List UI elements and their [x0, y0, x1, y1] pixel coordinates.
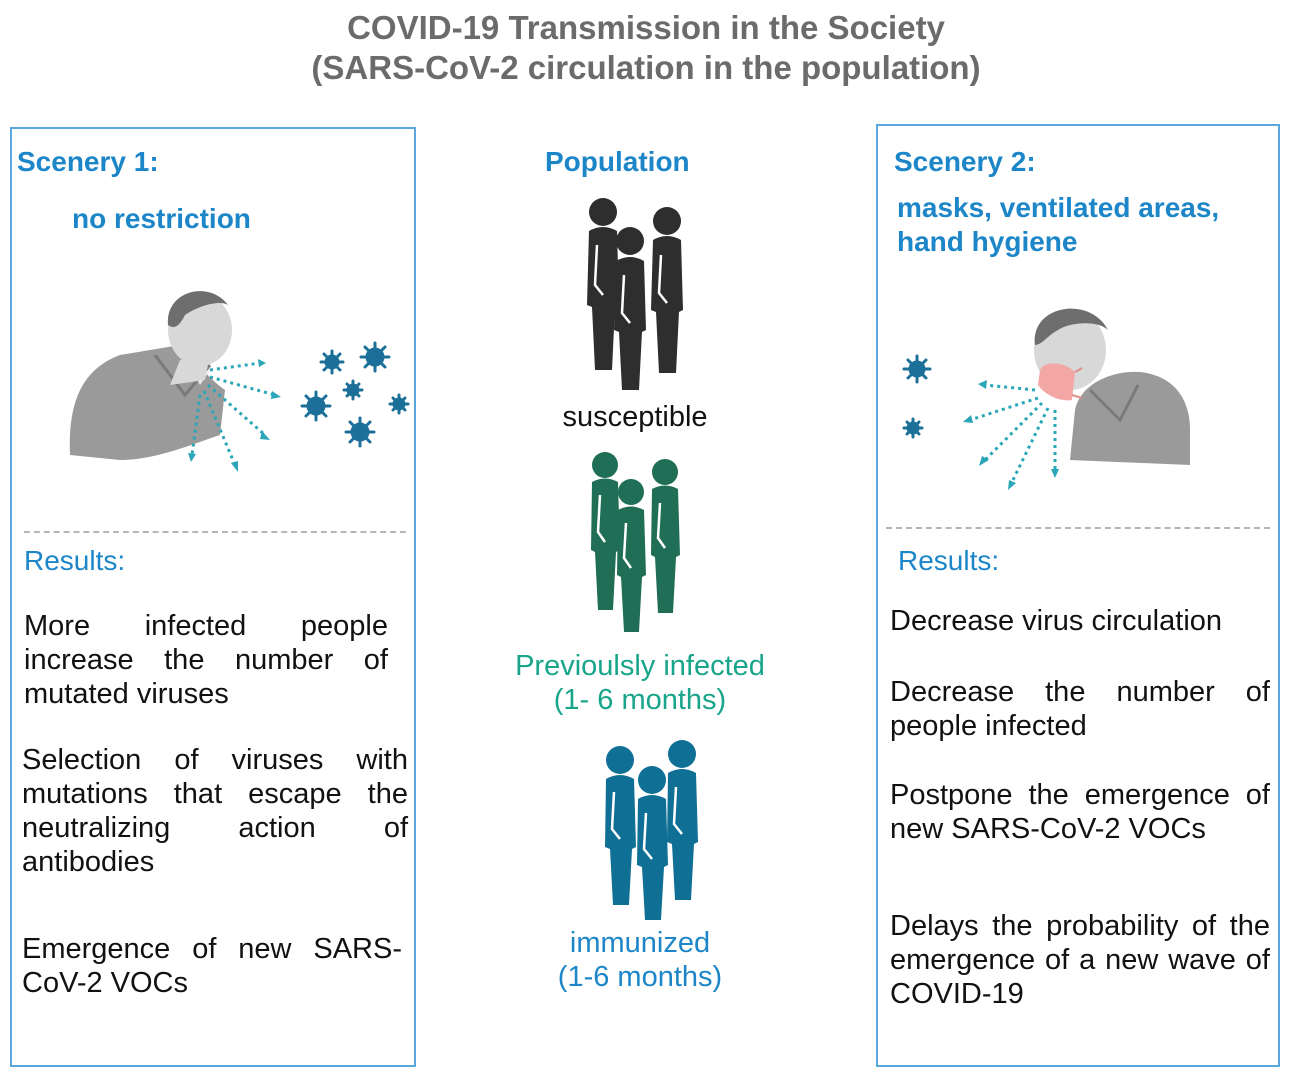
scenery-1-heading: Scenery 1: [17, 146, 159, 177]
scenery-2-result-1: Decrease virus circulation [890, 605, 1223, 637]
right-divider [886, 527, 1270, 529]
previously-infected-label-line2: (1- 6 months) [553, 684, 727, 716]
virus-icon [342, 379, 364, 401]
virus-icon [902, 417, 924, 439]
previously-infected-label-line1: Previoulsly infected [515, 650, 765, 682]
scenery-2-result-3: Postpone the emergence of new SARS-CoV-2… [890, 779, 1270, 845]
previously-infected-label: Previoulsly infected (1- 6 months) [490, 649, 790, 717]
virus-icon [300, 390, 332, 422]
virus-icon [319, 349, 345, 375]
left-divider [24, 531, 406, 533]
susceptible-label: susceptible [562, 401, 708, 433]
title-line-1: COVID-19 Transmission in the Society [347, 9, 945, 46]
masked-person-illustration [1034, 308, 1190, 465]
virus-icon [902, 354, 932, 384]
virus-icon [359, 341, 391, 373]
diagram-title: COVID-19 Transmission in the Society (SA… [0, 8, 1292, 88]
scenery-2-result-2: Decrease the number of people infected [890, 676, 1270, 742]
virus-icon [388, 393, 410, 415]
immunized-label: immunized (1-6 months) [490, 926, 790, 994]
scenery-1-result-1: More infected people increase the number… [24, 610, 388, 710]
title-line-2: (SARS-CoV-2 circulation in the populatio… [311, 49, 981, 86]
previously-infected-people-icon [591, 452, 680, 632]
scenery-2-panel [876, 124, 1280, 1067]
scenery-2-heading: Scenery 2: [894, 146, 1036, 177]
masked-cough-droplets [963, 380, 1059, 490]
susceptible-people-icon [587, 198, 683, 390]
scenery-2-subheading: masks, ventilated areas, hand hygiene [897, 191, 1219, 259]
virus-particles-left [300, 341, 410, 448]
scenery-1-result-2: Selection of viruses with mutations that… [22, 744, 408, 878]
scenery-1-subheading: no restriction [72, 203, 251, 234]
cough-droplets-left [188, 359, 281, 472]
population-heading: Population [545, 146, 690, 177]
virus-icon [344, 416, 376, 448]
scenery-1-panel [10, 127, 416, 1067]
virus-particles-right [902, 354, 932, 439]
scenery-2-subheading-line1: masks, ventilated areas, [897, 192, 1220, 223]
coughing-person-illustration [69, 291, 232, 460]
immunized-label-line1: immunized [569, 927, 711, 959]
scenery-2-results-label: Results: [898, 545, 1000, 576]
scenery-1-results-label: Results: [24, 545, 126, 576]
immunized-label-line2: (1-6 months) [557, 961, 723, 993]
scenery-2-subheading-line2: hand hygiene [897, 226, 1078, 257]
scenery-2-result-4: Delays the probability of the emergence … [890, 910, 1270, 1010]
scenery-1-result-3: Emergence of new SARS-CoV-2 VOCs [22, 933, 402, 999]
immunized-people-icon [605, 740, 698, 920]
